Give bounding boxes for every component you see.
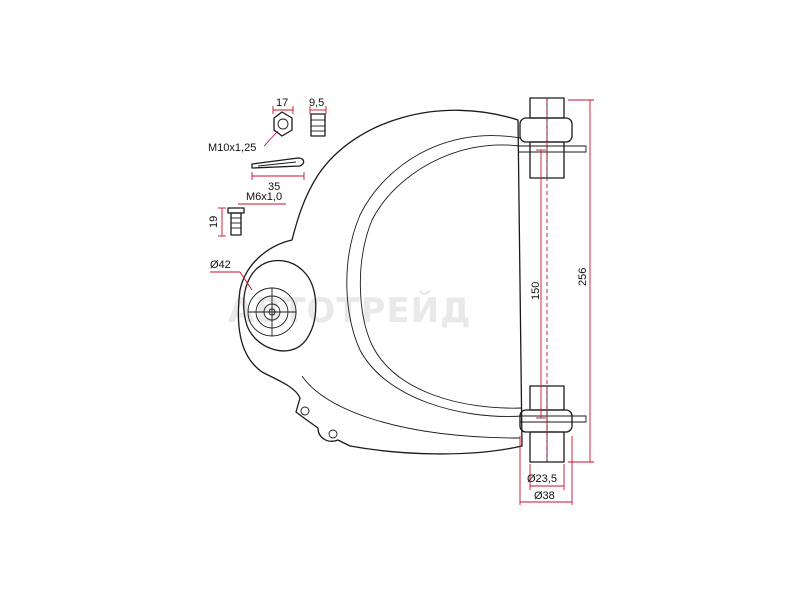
castle-nut-side xyxy=(310,113,326,137)
dim-nut-width: 17 xyxy=(276,97,288,109)
dim-cotter-pin-length: 35 xyxy=(268,181,280,193)
dim-overall-length: 256 xyxy=(577,268,589,286)
dim-ball-joint-diameter: Ø42 xyxy=(210,259,231,271)
bolt xyxy=(227,207,245,236)
dim-nut-thread: M10x1,25 xyxy=(208,142,256,154)
dim-bushing-inner-diameter: Ø23,5 xyxy=(527,473,557,485)
dim-bolt-length: 19 xyxy=(208,216,220,228)
control-arm-body xyxy=(237,109,523,455)
mount-hole-lower xyxy=(328,429,338,439)
mount-hole-upper xyxy=(300,406,310,416)
dim-bushing-center-distance: 150 xyxy=(530,282,542,300)
lower-bushing xyxy=(519,385,587,463)
dim-bushing-outer-diameter: Ø38 xyxy=(534,490,555,502)
dim-bolt-thread: M6x1,0 xyxy=(246,191,282,203)
castle-nut xyxy=(273,111,293,137)
dimension-lines xyxy=(210,99,594,505)
cotter-pin xyxy=(251,157,305,169)
ball-joint xyxy=(243,259,317,352)
upper-bushing xyxy=(518,97,587,179)
dim-nut-height: 9,5 xyxy=(309,97,324,109)
